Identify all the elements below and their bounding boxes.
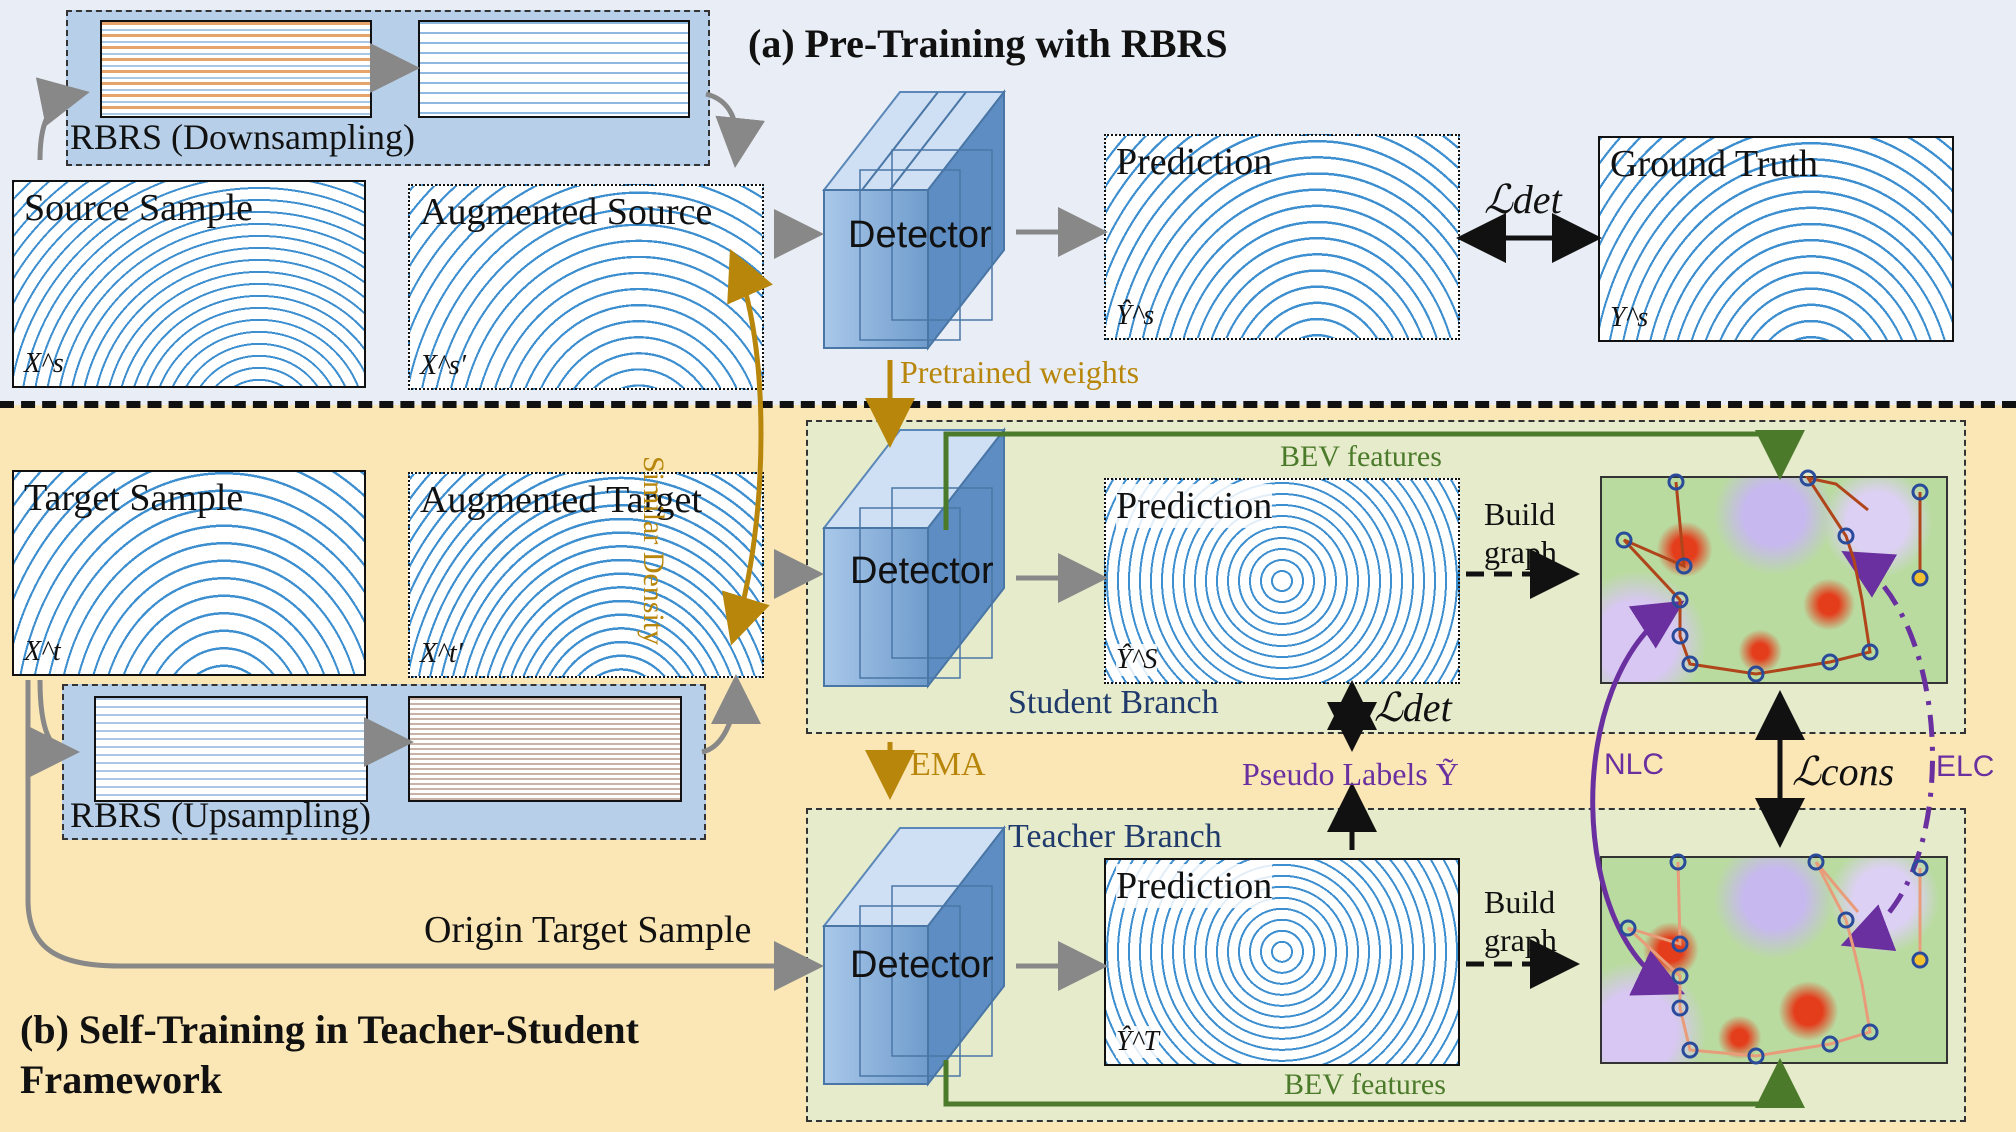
augmented-source-title: Augmented Source bbox=[420, 191, 713, 233]
augmented-source-var: X^s′ bbox=[420, 350, 466, 381]
arrow-rbrs-up-in bbox=[29, 679, 80, 777]
teacher-graph bbox=[1626, 861, 1922, 1058]
student-prediction-var: Ŷ^S bbox=[1116, 644, 1158, 676]
pretrain-prediction-var: Ŷ^s bbox=[1116, 300, 1155, 331]
teacher-prediction-title: Prediction bbox=[1116, 864, 1273, 908]
rbrs-downsampling-label: RBRS (Downsampling) bbox=[70, 117, 416, 157]
arrow-elc bbox=[1840, 550, 1935, 951]
arrow-bev-student bbox=[943, 430, 1805, 530]
elc-label: ELC bbox=[1936, 750, 1995, 783]
arrow-rbrs-down-out bbox=[705, 91, 766, 168]
rbrs-up-output-thumb bbox=[408, 696, 682, 802]
student-prediction-panel: Prediction Ŷ^S bbox=[1104, 478, 1460, 684]
ema-label: EMA bbox=[910, 746, 986, 783]
student-prediction-title: Prediction bbox=[1116, 484, 1273, 528]
student-graph bbox=[1622, 475, 1922, 676]
build-graph-teacher-line2: graph bbox=[1484, 922, 1557, 958]
teacher-graph-nodes bbox=[1619, 853, 1929, 1065]
student-graph-nodes bbox=[1615, 469, 1929, 683]
cons-loss-label: ℒcons bbox=[1792, 749, 1895, 794]
arrow-origin-target bbox=[25, 680, 824, 991]
det-loss-student: ℒdet bbox=[1374, 685, 1452, 730]
rbrs-down-output-thumb bbox=[418, 20, 690, 118]
pretrained-weights-label: Pretrained weights bbox=[900, 354, 1140, 390]
similar-density-label: Similar Density bbox=[637, 456, 670, 646]
detector-student-label: Detector bbox=[850, 550, 994, 592]
build-graph-teacher-line1: Build bbox=[1484, 884, 1556, 920]
augmented-source-panel: Augmented Source X^s′ bbox=[408, 184, 764, 390]
detector-pretrain bbox=[821, 89, 1007, 351]
target-sample-panel: Target Sample X^t bbox=[12, 470, 366, 676]
pretrain-prediction-panel: Prediction Ŷ^s bbox=[1104, 134, 1460, 340]
detector-teacher-label: Detector bbox=[850, 944, 994, 986]
arrow-nlc bbox=[1590, 600, 1686, 996]
section-divider bbox=[0, 401, 2016, 408]
arrow-rbrs-up-out bbox=[701, 674, 761, 755]
teacher-branch-label: Teacher Branch bbox=[1008, 818, 1222, 855]
source-sample-title: Source Sample bbox=[24, 187, 254, 229]
pseudo-labels-label: Pseudo Labels Ỹ bbox=[1242, 756, 1459, 792]
ground-truth-title: Ground Truth bbox=[1610, 143, 1818, 185]
augmented-target-title: Augmented Target bbox=[420, 479, 702, 521]
arrow-bev-teacher bbox=[943, 1058, 1805, 1108]
augmented-target-panel: Augmented Target X^t′ bbox=[408, 472, 764, 678]
pretrain-prediction-title: Prediction bbox=[1116, 141, 1273, 183]
augmented-target-var: X^t′ bbox=[420, 638, 463, 669]
build-graph-student-line1: Build bbox=[1484, 496, 1556, 532]
target-sample-title: Target Sample bbox=[24, 477, 244, 519]
source-sample-var: X^s bbox=[24, 348, 64, 379]
rbrs-upsampling-label: RBRS (Upsampling) bbox=[70, 795, 372, 835]
detector-teacher bbox=[821, 825, 1007, 1087]
build-graph-student-line2: graph bbox=[1484, 534, 1557, 570]
arrow-similar-density bbox=[721, 248, 773, 646]
det-loss-top: ℒdet bbox=[1484, 177, 1562, 222]
pretraining-title: (a) Pre-Training with RBRS bbox=[748, 21, 1228, 66]
bev-features-student-label: BEV features bbox=[1280, 440, 1442, 473]
self-training-title-line2: Framework bbox=[20, 1057, 223, 1102]
teacher-prediction-var: Ŷ^T bbox=[1116, 1026, 1159, 1058]
detector-student bbox=[821, 427, 1007, 689]
ground-truth-var: Y^s bbox=[1610, 302, 1649, 333]
arrow-rbrs-down-in bbox=[35, 77, 90, 161]
source-sample-panel: Source Sample X^s bbox=[12, 180, 366, 388]
detector-pretrain-label: Detector bbox=[848, 214, 992, 256]
ground-truth-panel: Ground Truth Y^s bbox=[1598, 136, 1954, 342]
bev-features-teacher-label: BEV features bbox=[1284, 1068, 1446, 1101]
student-branch-label: Student Branch bbox=[1008, 684, 1219, 721]
self-training-title-line1: (b) Self-Training in Teacher-Student bbox=[20, 1007, 639, 1052]
origin-target-label: Origin Target Sample bbox=[424, 909, 752, 951]
nlc-label: NLC bbox=[1604, 748, 1665, 781]
target-sample-var: X^t bbox=[24, 636, 61, 667]
